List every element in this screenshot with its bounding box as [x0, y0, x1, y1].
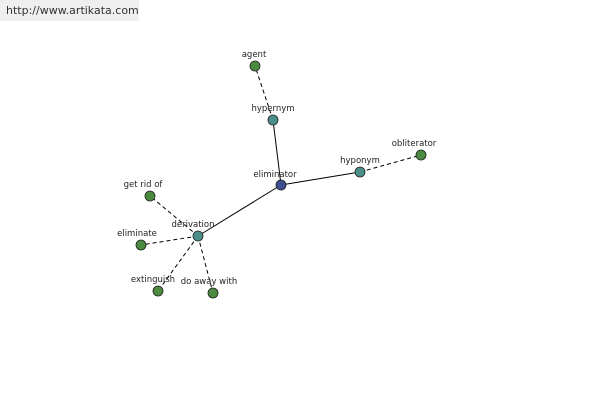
node-circle-extinguish[interactable]	[152, 285, 164, 297]
node-obliterator[interactable]: obliterator	[392, 139, 437, 161]
node-label-eliminator: eliminator	[253, 170, 297, 180]
node-agent[interactable]: agent	[242, 50, 267, 72]
node-circle-obliterator[interactable]	[415, 149, 427, 161]
edge-hypernym-agent	[254, 65, 274, 121]
edge-derivation-get-rid-of	[149, 195, 199, 237]
node-do-away-with[interactable]: do away with	[181, 277, 237, 299]
node-label-derivation: derivation	[171, 220, 214, 230]
node-circle-hyponym[interactable]	[354, 166, 366, 178]
node-label-obliterator: obliterator	[392, 139, 437, 149]
node-label-get-rid-of: get rid of	[124, 180, 164, 190]
node-label-agent: agent	[242, 50, 267, 60]
edge-derivation-do-away-with	[197, 235, 214, 294]
node-get-rid-of[interactable]: get rid of	[124, 180, 164, 202]
node-label-eliminate: eliminate	[117, 229, 157, 239]
node-label-hyponym: hyponym	[340, 156, 380, 166]
node-eliminator[interactable]: eliminator	[253, 170, 297, 191]
node-circle-do-away-with[interactable]	[207, 287, 219, 299]
node-label-extinguish: extinguish	[131, 275, 175, 285]
node-circle-derivation[interactable]	[192, 230, 204, 242]
nodes-layer: eliminator hypernym agent hyponym obliterato…	[117, 50, 437, 299]
node-extinguish[interactable]: extinguish	[131, 275, 175, 297]
edges-layer	[140, 65, 422, 294]
edge-eliminator-hypernym	[272, 119, 282, 186]
edge-derivation-extinguish	[157, 235, 199, 292]
node-derivation[interactable]: derivation	[171, 220, 215, 242]
site-url[interactable]: http://www.artikata.com	[0, 0, 139, 21]
node-circle-get-rid-of[interactable]	[144, 190, 156, 202]
edge-eliminator-derivation	[197, 184, 282, 237]
node-hypernym[interactable]: hypernym	[251, 104, 295, 126]
node-label-hypernym: hypernym	[251, 104, 294, 114]
node-hyponym[interactable]: hyponym	[340, 156, 380, 178]
edge-hyponym-obliterator	[359, 154, 422, 173]
edge-eliminator-hyponym	[280, 171, 361, 186]
node-circle-eliminator[interactable]	[275, 179, 287, 191]
node-eliminate[interactable]: eliminate	[117, 229, 157, 251]
edge-derivation-eliminate	[140, 235, 199, 246]
node-label-do-away-with: do away with	[181, 277, 237, 287]
node-circle-hypernym[interactable]	[267, 114, 279, 126]
node-circle-agent[interactable]	[249, 60, 261, 72]
node-circle-eliminate[interactable]	[135, 239, 147, 251]
